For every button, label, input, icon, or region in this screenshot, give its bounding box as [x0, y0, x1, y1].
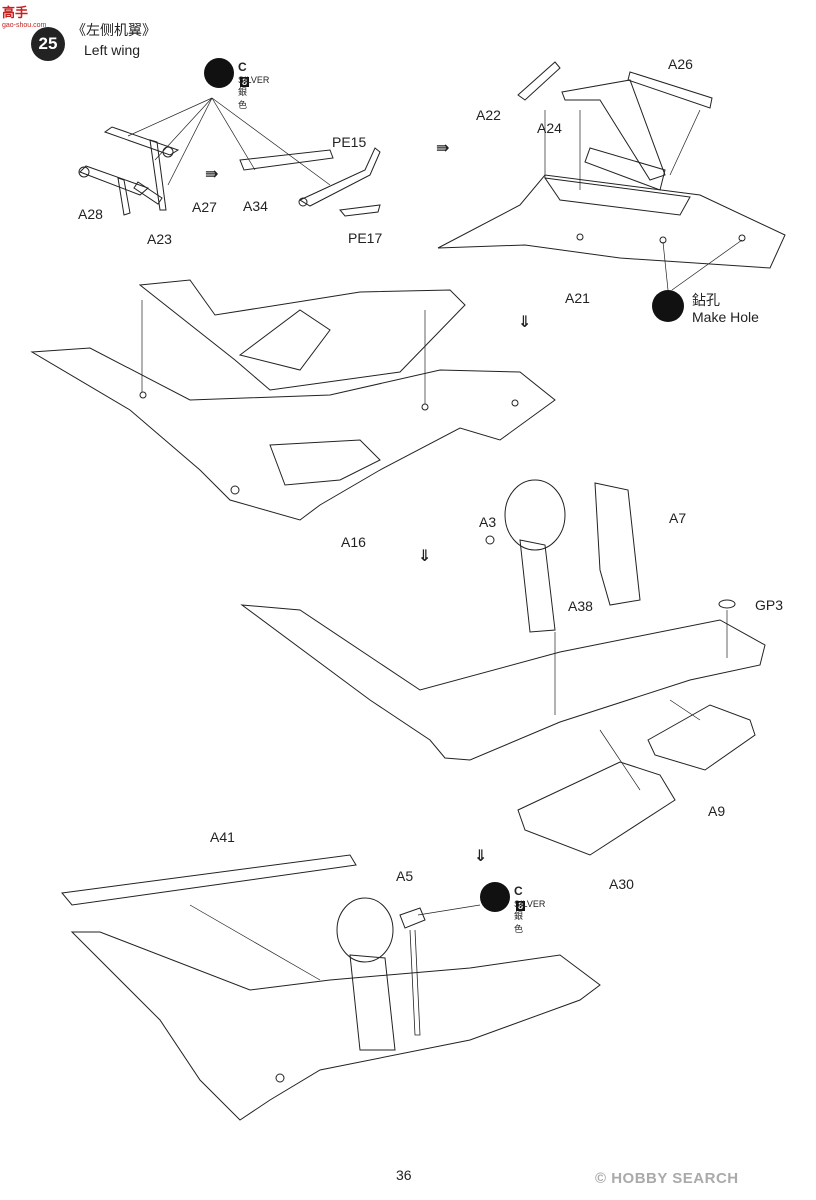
- paint-name-cn: 銀色: [514, 911, 524, 934]
- step-arrow: ⇓: [518, 314, 532, 331]
- paint-code: C8: [238, 60, 250, 87]
- watermark: © HOBBY SEARCH: [595, 1170, 739, 1187]
- photo-etch-parts: [298, 147, 381, 217]
- paint-name-en: SILVER: [514, 899, 546, 909]
- wing-assembly-gear: [240, 479, 766, 856]
- part-label: A3: [479, 514, 497, 530]
- part-label: A38: [568, 598, 593, 614]
- part-label: A41: [210, 829, 235, 845]
- gear-leg-parts: [78, 126, 180, 216]
- part-label: A34: [243, 198, 268, 214]
- site-logo-sub: gao-shou.com: [2, 22, 47, 29]
- page-number: 36: [396, 1167, 412, 1183]
- part-label: A26: [668, 56, 693, 72]
- wing-part-a16: [30, 279, 556, 521]
- paint-brush-icon: [480, 882, 510, 912]
- part-label: A27: [192, 199, 217, 215]
- a21-leader-lines: [544, 109, 743, 291]
- step-arrow: ⇛: [205, 166, 219, 183]
- paint-name-en: SILVER: [238, 75, 270, 85]
- part-label: A5: [396, 868, 414, 884]
- step-title-cn: 《左侧机翼》: [72, 22, 156, 38]
- step-title-en: Left wing: [84, 42, 141, 58]
- wing-part-a21: [437, 61, 786, 269]
- paint-brush-icon: [204, 58, 234, 88]
- wing-assembly-final: [61, 854, 601, 1121]
- part-label: A24: [537, 120, 562, 136]
- part-label: A9: [708, 803, 726, 819]
- step-number-badge: 25: [31, 27, 65, 61]
- step-arrow: ⇓: [474, 848, 488, 865]
- part-label: A7: [669, 510, 687, 526]
- part-label: PE17: [348, 230, 383, 246]
- step-arrow: ⇛: [436, 140, 450, 157]
- make-hole-cn: 鉆孔: [692, 292, 720, 308]
- part-label: A23: [147, 231, 172, 247]
- drill-hole-icon: [652, 290, 684, 322]
- part-label: A16: [341, 534, 366, 550]
- part-label: A30: [609, 876, 634, 892]
- paint-name-cn: 銀色: [238, 87, 248, 110]
- paint-code: C8: [514, 884, 526, 911]
- part-label: A21: [565, 290, 590, 306]
- part-a34-bar: [239, 149, 334, 171]
- part-label: PE15: [332, 134, 367, 150]
- site-logo: 高手: [2, 5, 29, 20]
- step-arrow: ⇓: [418, 548, 432, 565]
- part-label: GP3: [755, 597, 784, 613]
- part-label: A22: [476, 107, 501, 123]
- paint-leader-lines-top: [127, 97, 331, 186]
- make-hole-en: Make Hole: [692, 309, 759, 325]
- part-label: A28: [78, 206, 103, 222]
